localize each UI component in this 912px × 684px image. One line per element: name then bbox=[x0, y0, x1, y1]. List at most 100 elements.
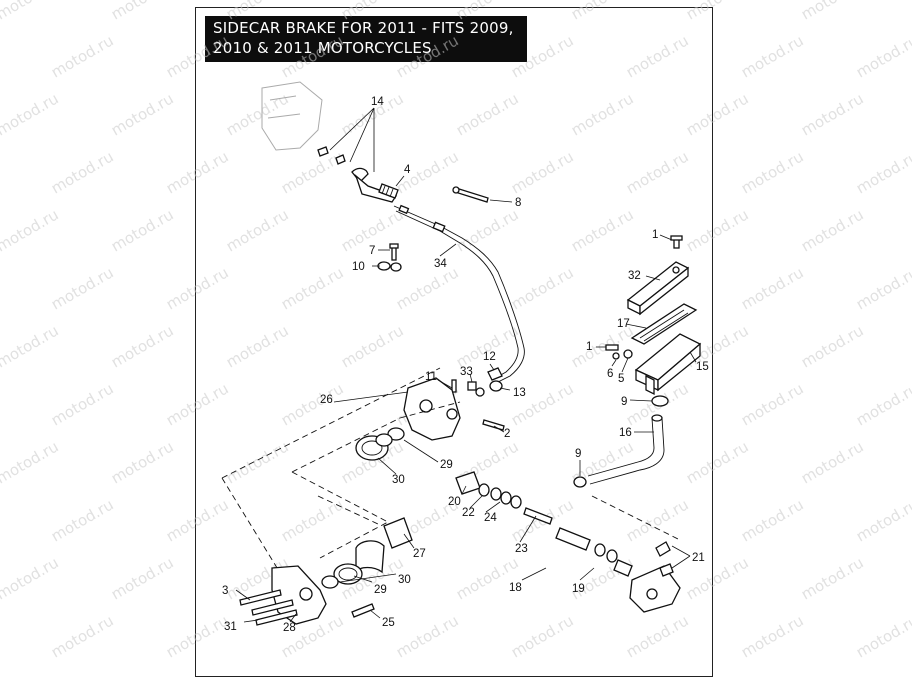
callout-34: 34 bbox=[434, 258, 447, 270]
part-30-seal-upper bbox=[375, 427, 405, 447]
watermark-text: motod.ru bbox=[108, 89, 177, 139]
watermark-text: motod.ru bbox=[0, 495, 2, 545]
part-23-pushrod bbox=[523, 507, 553, 525]
watermark-text: motod.ru bbox=[453, 0, 522, 23]
callout-17: 17 bbox=[617, 318, 630, 330]
watermark-text: motod.ru bbox=[798, 553, 867, 603]
watermark-text: motod.ru bbox=[393, 611, 462, 661]
part-12-fitting bbox=[487, 367, 503, 381]
part-1-top-screw bbox=[670, 235, 683, 249]
part-7-screw bbox=[389, 243, 399, 261]
callout-19: 19 bbox=[572, 583, 585, 595]
watermark-text: motod.ru bbox=[48, 611, 117, 661]
callout-25: 25 bbox=[382, 617, 395, 629]
part-8-bolt bbox=[452, 186, 489, 203]
watermark-text: motod.ru bbox=[683, 437, 752, 487]
part-33-washer bbox=[467, 381, 485, 397]
callout-9-top: 9 bbox=[621, 396, 627, 408]
watermark-text: motod.ru bbox=[108, 553, 177, 603]
watermark-text: motod.ru bbox=[453, 553, 522, 603]
part-16-hose bbox=[587, 414, 665, 485]
watermark-text: motod.ru bbox=[223, 437, 292, 487]
watermark-text: motod.ru bbox=[338, 0, 407, 23]
part-18-master-cylinder bbox=[629, 565, 681, 613]
part-5-washer bbox=[623, 349, 633, 359]
watermark-text: motod.ru bbox=[108, 205, 177, 255]
watermark-text: motod.ru bbox=[278, 495, 347, 545]
watermark-text: motod.ru bbox=[0, 147, 2, 197]
watermark-text: motod.ru bbox=[163, 147, 232, 197]
part-3-bolts bbox=[239, 589, 294, 616]
watermark-text: motod.ru bbox=[48, 263, 117, 313]
watermark-text: motod.ru bbox=[393, 31, 462, 81]
part-29-piston-lower bbox=[333, 563, 363, 585]
watermark-text: motod.ru bbox=[48, 379, 117, 429]
diagram-title-box: SIDECAR BRAKE FOR 2011 - FITS 2009, 2010… bbox=[205, 16, 527, 62]
watermark-text: motod.ru bbox=[623, 495, 692, 545]
watermark-text: motod.ru bbox=[853, 147, 912, 197]
watermark-text: motod.ru bbox=[0, 379, 2, 429]
ghost-caliper bbox=[261, 81, 323, 151]
watermark-text: motod.ru bbox=[278, 379, 347, 429]
watermark-text: motod.ru bbox=[738, 263, 807, 313]
watermark-text: motod.ru bbox=[0, 321, 62, 371]
part-22-ring bbox=[478, 483, 490, 497]
watermark-text: motod.ru bbox=[163, 495, 232, 545]
watermark-text: motod.ru bbox=[163, 263, 232, 313]
watermark-text: motod.ru bbox=[278, 263, 347, 313]
watermark-text: motod.ru bbox=[0, 31, 2, 81]
callout-7: 7 bbox=[369, 245, 375, 257]
title-line-1: SIDECAR BRAKE FOR 2011 - FITS 2009, bbox=[213, 19, 514, 37]
watermark-text: motod.ru bbox=[798, 0, 867, 23]
watermark-text: motod.ru bbox=[163, 379, 232, 429]
watermark-text: motod.ru bbox=[683, 0, 752, 23]
callout-20: 20 bbox=[448, 496, 461, 508]
watermark-text: motod.ru bbox=[0, 553, 62, 603]
watermark-layer: motod.ru motod.ru motod.ru motod.ru motod.ru… bbox=[0, 0, 912, 661]
part-1-side-screw bbox=[605, 344, 619, 351]
watermark-text: motod.ru bbox=[48, 31, 117, 81]
part-15-reservoir bbox=[634, 333, 702, 396]
watermark-text: motod.ru bbox=[223, 205, 292, 255]
watermark-text: motod.ru bbox=[48, 495, 117, 545]
part-19-piston bbox=[555, 527, 633, 577]
watermark-text: motod.ru bbox=[683, 89, 752, 139]
watermark-text: motod.ru bbox=[568, 553, 637, 603]
callout-26: 26 bbox=[320, 394, 333, 406]
callout-1-side: 1 bbox=[586, 341, 592, 353]
watermark-text: motod.ru bbox=[683, 205, 752, 255]
watermark-text: motod.ru bbox=[623, 611, 692, 661]
title-line-2: 2010 & 2011 MOTORCYCLES bbox=[213, 39, 432, 57]
callout-32: 32 bbox=[628, 270, 641, 282]
callout-14: 14 bbox=[371, 96, 384, 108]
callout-24: 24 bbox=[484, 512, 497, 524]
callout-10: 10 bbox=[352, 261, 365, 273]
callout-27: 27 bbox=[413, 548, 426, 560]
callout-23: 23 bbox=[515, 543, 528, 555]
watermark-text: motod.ru bbox=[853, 495, 912, 545]
watermark-text: motod.ru bbox=[853, 263, 912, 313]
part-24-spring bbox=[490, 487, 522, 509]
callout-30-upper: 30 bbox=[392, 474, 405, 486]
callout-29-upper: 29 bbox=[440, 459, 453, 471]
watermark-text: motod.ru bbox=[853, 31, 912, 81]
watermark-text: motod.ru bbox=[278, 147, 347, 197]
part-25-pin bbox=[351, 603, 375, 618]
watermark-text: motod.ru bbox=[508, 263, 577, 313]
callout-21: 21 bbox=[692, 552, 705, 564]
watermark-text: motod.ru bbox=[798, 321, 867, 371]
callout-2: 2 bbox=[504, 428, 510, 440]
dashed-link-right bbox=[399, 401, 681, 541]
part-21-fittings bbox=[655, 541, 674, 577]
callout-9-bottom: 9 bbox=[575, 448, 581, 460]
watermark-text: motod.ru bbox=[738, 147, 807, 197]
watermark-text: motod.ru bbox=[738, 379, 807, 429]
watermark-text: motod.ru bbox=[453, 205, 522, 255]
callout-18: 18 bbox=[509, 582, 522, 594]
part-10-clip bbox=[377, 261, 402, 272]
callout-30-lower: 30 bbox=[398, 574, 411, 586]
watermark-text: motod.ru bbox=[568, 205, 637, 255]
watermark-text: motod.ru bbox=[508, 611, 577, 661]
callout-33: 33 bbox=[460, 366, 473, 378]
